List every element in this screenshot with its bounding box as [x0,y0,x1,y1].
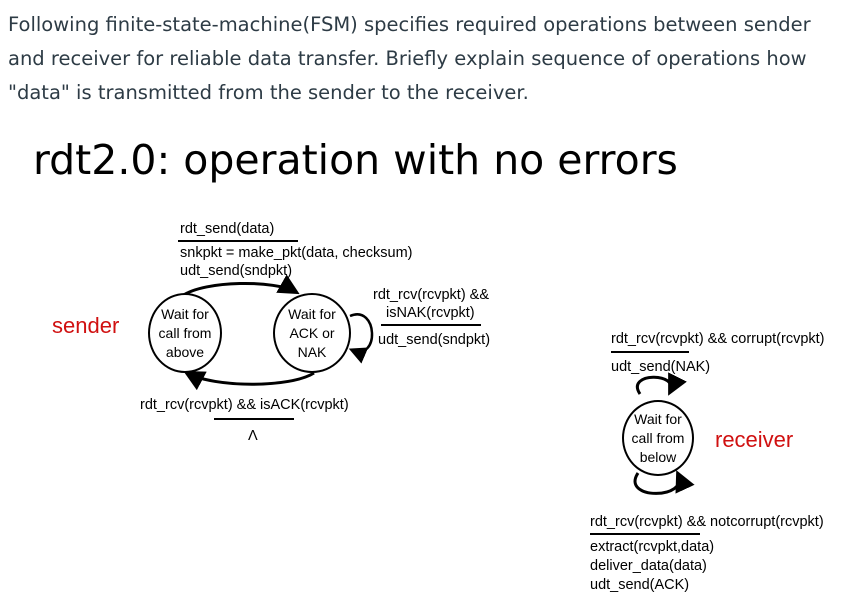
receiver-bottom-action-3: udt_send(ACK) [590,577,690,593]
sender-selfloop-action: udt_send(sndpkt) [378,332,491,348]
receiver-state-wait-below-line-3: below [639,448,677,465]
sender-bottom-action: Λ [248,428,258,444]
sender-selfloop-event-1: rdt_rcv(rcvpkt) && [373,287,490,303]
sender-state-wait-above: Wait for call from above [148,293,222,373]
sender-bottom-transition-arrow [183,371,315,391]
sender-top-action-2: udt_send(sndpkt) [180,263,293,279]
sender-top-divider [178,240,298,242]
sender-top-transition-arrow [181,274,300,298]
receiver-state-wait-below: Wait for call from below [622,400,694,476]
receiver-bottom-selfloop-arrow [633,470,695,495]
receiver-top-divider [611,351,689,353]
sender-state-wait-ack-line-3: NAK [297,343,327,360]
receiver-top-event: rdt_rcv(rcvpkt) && corrupt(rcvpkt) [611,331,825,347]
receiver-state-wait-below-line-1: Wait for [634,410,682,427]
receiver-bottom-action-2: deliver_data(data) [590,558,707,574]
sender-selfloop-divider [381,324,481,326]
sender-role-label: sender [52,313,120,338]
sender-selfloop-event-2: isNAK(rcvpkt) [386,305,475,321]
receiver-bottom-divider [590,533,700,535]
sender-state-wait-ack-line-1: Wait for [288,305,336,322]
question-text: Following finite-state-machine(FSM) spec… [8,13,811,104]
sender-top-event: rdt_send(data) [180,221,275,237]
sender-bottom-divider [214,418,294,420]
diagram-title: rdt2.0: operation with no errors [33,136,678,184]
receiver-top-action: udt_send(NAK) [611,359,711,375]
sender-state-wait-ack-line-2: ACK or [289,324,335,341]
sender-state-wait-above-line-2: call from [158,324,212,341]
sender-bottom-event: rdt_rcv(rcvpkt) && isACK(rcvpkt) [140,397,349,413]
sender-selfloop-arrow [348,313,374,364]
receiver-state-wait-below-line-2: call from [631,429,685,446]
receiver-role-label: receiver [715,427,794,452]
sender-state-wait-ack: Wait for ACK or NAK [273,293,351,373]
sender-state-wait-above-line-3: above [165,343,205,360]
sender-top-action-1: snkpkt = make_pkt(data, checksum) [180,245,413,261]
receiver-bottom-event: rdt_rcv(rcvpkt) && notcorrupt(rcvpkt) [590,514,824,530]
receiver-bottom-action-1: extract(rcvpkt,data) [590,539,715,555]
receiver-top-selfloop-arrow [636,372,687,396]
sender-state-wait-above-line-1: Wait for [161,305,209,322]
